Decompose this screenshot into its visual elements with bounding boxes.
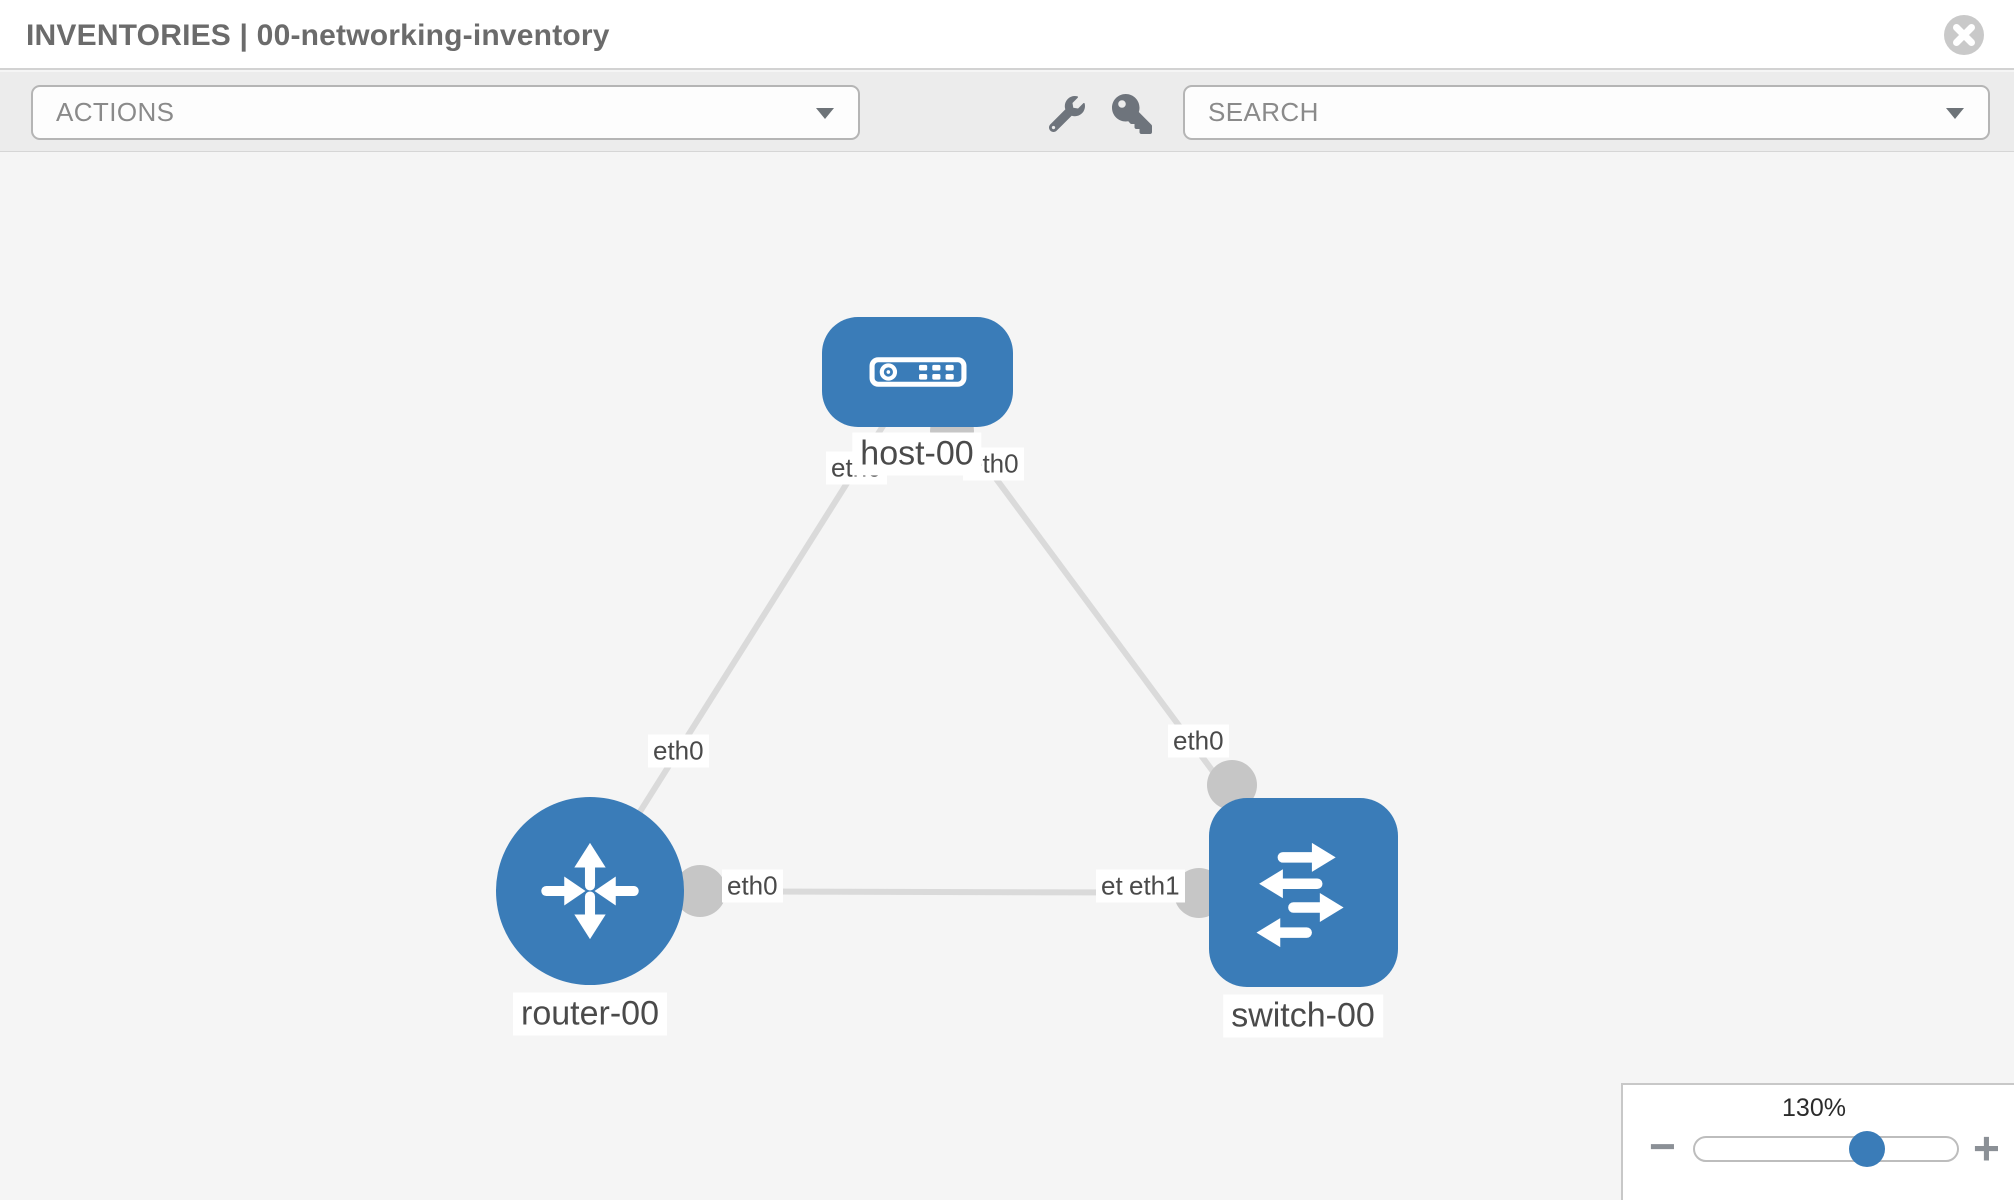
configure-button[interactable]: [1048, 96, 1085, 137]
node-label-host: host-00: [852, 432, 982, 476]
chevron-down-icon: [816, 108, 834, 119]
zoom-slider-track[interactable]: [1693, 1131, 1959, 1167]
switch-icon: [1255, 842, 1344, 947]
port-label-eth: eth1: [1124, 869, 1185, 903]
zoom-in-button[interactable]: +: [1973, 1122, 2000, 1174]
topology-canvas[interactable]: eth0 eth0 eth0 eth0 eth0 eth0 eth1: [0, 153, 2014, 1200]
interface-dot: [1207, 760, 1257, 810]
wrench-icon: [1048, 96, 1085, 133]
node-switch-00[interactable]: [1209, 798, 1398, 987]
close-button[interactable]: [1943, 14, 1985, 56]
search-dropdown-label: SEARCH: [1208, 97, 1319, 127]
zoom-slider-thumb[interactable]: [1849, 1131, 1885, 1167]
zoom-level-value: 130%: [1782, 1094, 1846, 1122]
close-icon: [1944, 15, 1984, 55]
port-label-eth: eth0: [1168, 724, 1229, 758]
actions-dropdown-label: ACTIONS: [56, 97, 175, 127]
chevron-down-icon: [1946, 108, 1964, 119]
zoom-out-button[interactable]: −: [1649, 1120, 1676, 1172]
port-label-eth: eth0: [722, 869, 783, 903]
node-label-router: router-00: [513, 992, 667, 1036]
search-dropdown[interactable]: SEARCH: [1183, 85, 1990, 140]
node-host-00[interactable]: [822, 317, 1013, 427]
interface-dot: [674, 865, 726, 917]
port-label-eth: eth0: [648, 734, 709, 768]
toolbar: ACTIONS SEARCH: [0, 72, 2014, 152]
credentials-button[interactable]: [1112, 94, 1152, 139]
actions-dropdown[interactable]: ACTIONS: [31, 85, 860, 140]
node-label-switch: switch-00: [1223, 994, 1383, 1038]
page-title: INVENTORIES | 00-networking-inventory: [26, 19, 610, 52]
topology-links-layer: [587, 370, 1306, 918]
key-icon: [1112, 94, 1152, 134]
zoom-control-panel: 130% − +: [1621, 1083, 2014, 1200]
host-icon: [869, 357, 966, 387]
header-bar: INVENTORIES | 00-networking-inventory: [0, 0, 2014, 70]
router-icon: [541, 842, 639, 940]
node-router-00[interactable]: [496, 797, 684, 985]
